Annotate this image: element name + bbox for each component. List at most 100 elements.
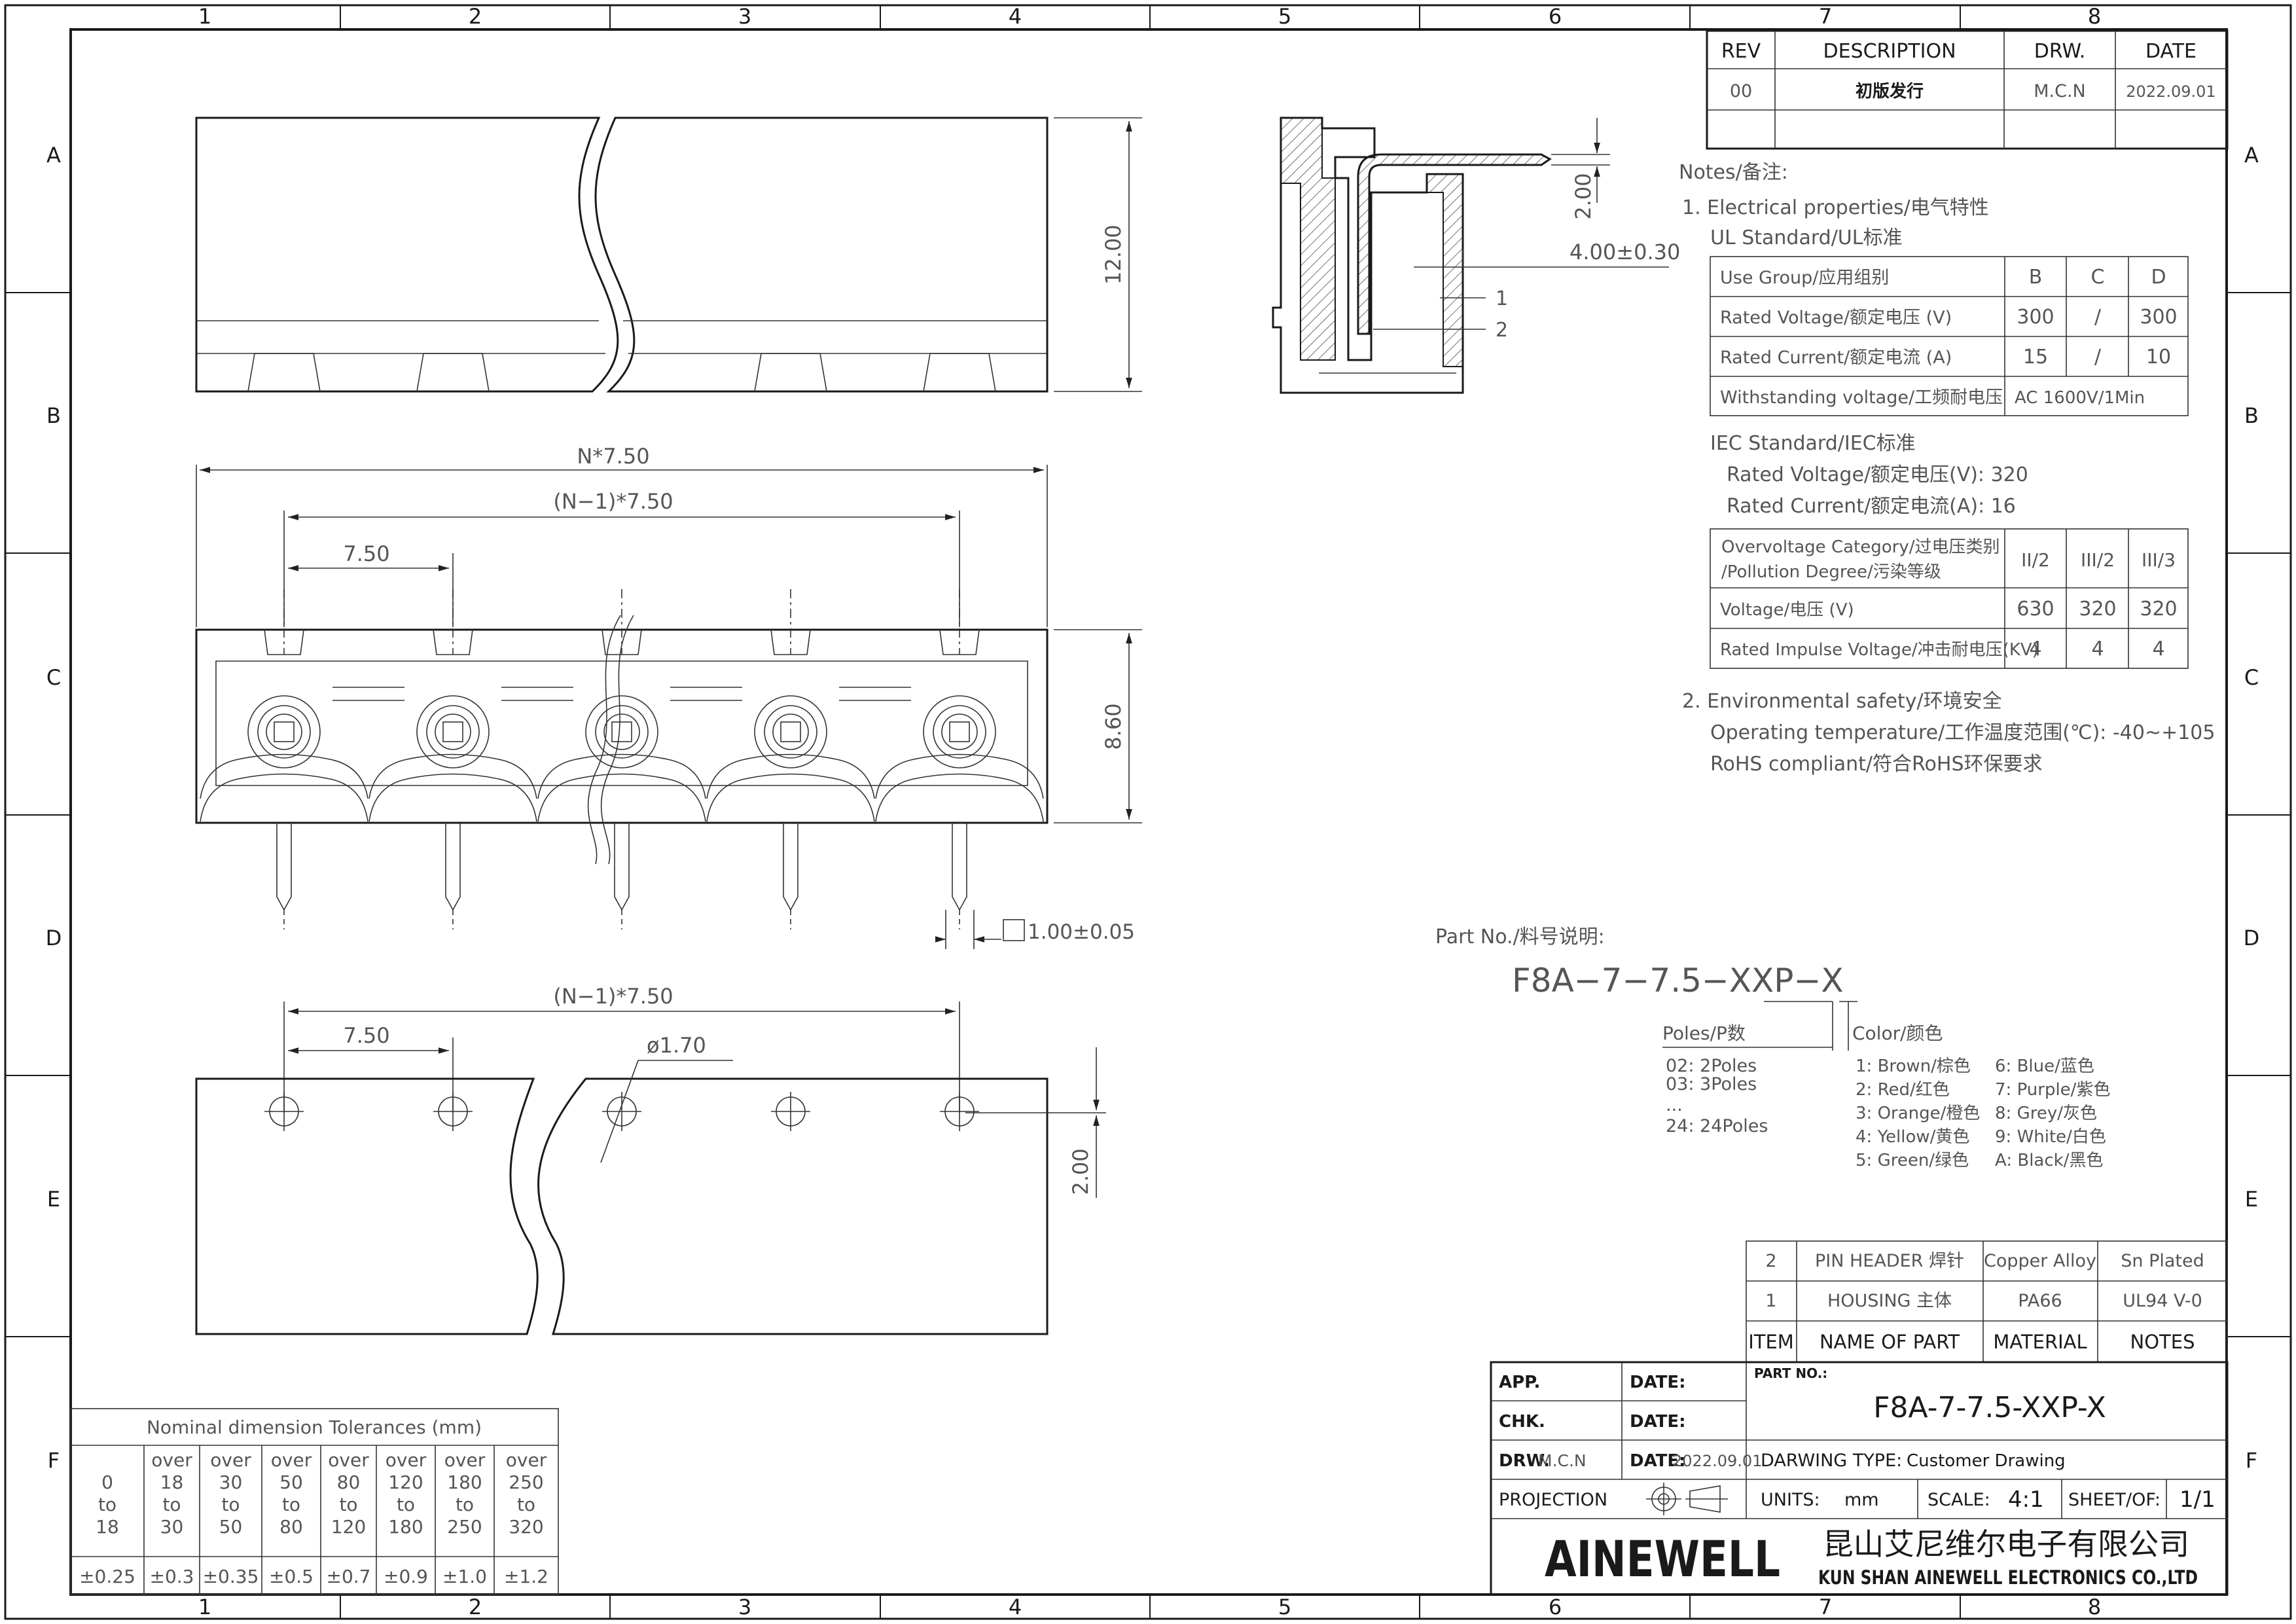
iec-head-1: Overvoltage Category/过电压类别 — [1721, 537, 2000, 557]
note-electrical: 1. Electrical properties/电气特性 — [1682, 196, 1989, 219]
zone-row-label: B — [46, 403, 61, 428]
tolerance-range: 18 — [160, 1471, 184, 1493]
ul-table-cell: 10 — [2146, 346, 2171, 369]
color-item: 4: Yellow/黄色 — [1856, 1127, 1969, 1147]
terminal — [200, 629, 368, 822]
drw-date-label: DATE: — [1630, 1451, 1686, 1471]
tolerance-range: over — [210, 1449, 251, 1471]
ul-table-cell: D — [2151, 266, 2166, 289]
units-value: mm — [1844, 1490, 1879, 1510]
color-item: 2: Red/红色 — [1856, 1080, 1950, 1100]
drawing-type-label: DARWING TYPE: — [1761, 1451, 1902, 1471]
units-label: UNITS: — [1761, 1490, 1820, 1510]
zone-row-label: D — [46, 926, 62, 950]
pcb-hole — [940, 1092, 979, 1131]
tolerance-value: ±0.25 — [79, 1566, 135, 1587]
app-label: APP. — [1499, 1373, 1540, 1392]
tolerance-value: ±1.2 — [504, 1566, 548, 1587]
projection-symbol-icon — [1646, 1483, 1728, 1515]
tolerance-range: to — [517, 1494, 535, 1515]
terminal-rib — [670, 687, 742, 701]
color-item: 9: White/白色 — [1995, 1127, 2106, 1147]
description-header: DESCRIPTION — [1823, 40, 1956, 63]
description-value: 初版发行 — [1856, 81, 1924, 101]
part-no-tb-value: F8A-7-7.5-XXP-X — [1873, 1391, 2106, 1424]
zone-col-label: 3 — [738, 1595, 751, 1619]
tolerance-range: over — [328, 1449, 369, 1471]
tolerance-range: to — [98, 1494, 117, 1515]
poles-title: Poles/P数 — [1662, 1022, 1746, 1044]
iec-table-cell: 320 — [2079, 598, 2116, 621]
housing-slot — [923, 353, 996, 392]
top-height-dim: 12.00 — [1101, 225, 1126, 285]
side-offset-dim: 4.00±0.30 — [1570, 240, 1680, 264]
ul-table-cell: AC 1600V/1Min — [2015, 388, 2145, 408]
pcb-pin — [276, 589, 292, 929]
iec-table-cell: 320 — [2140, 598, 2177, 621]
color-title: Color/颜色 — [1852, 1022, 1943, 1044]
iec-table-cell: Rated Impulse Voltage/冲击耐电压(KV) — [1720, 640, 2039, 660]
zone-col-label: 6 — [1549, 4, 1562, 29]
rev-value: 00 — [1730, 81, 1752, 101]
zone-col-label: 2 — [469, 1595, 482, 1619]
pcb-offset-dim: 2.00 — [1068, 1148, 1093, 1195]
iec-voltage: Rated Voltage/额定电压(V): 320 — [1727, 463, 2028, 486]
sheet-value: 1/1 — [2179, 1487, 2215, 1513]
front-span-dim: (N−1)*7.50 — [553, 489, 673, 514]
front-total-dim: N*7.50 — [577, 444, 649, 469]
housing-slot — [416, 353, 490, 392]
iec-table: Overvoltage Category/过电压类别 /Pollution De… — [1710, 528, 2189, 669]
pcb-pin — [783, 589, 798, 929]
part-no-tb-label: PART NO.: — [1754, 1365, 1827, 1381]
note-environmental: 2. Environmental safety/环境安全 — [1682, 690, 2002, 713]
date-value: 2022.09.01 — [2126, 82, 2215, 101]
side-pin-dim: 2.00 — [1571, 173, 1596, 219]
color-item: 6: Blue/蓝色 — [1995, 1056, 2094, 1076]
ul-standard: UL Standard/UL标准 — [1710, 226, 1902, 249]
terminal-rib — [501, 687, 573, 701]
poles-item: 24: 24Poles — [1666, 1116, 1768, 1136]
pcb-hole — [602, 1092, 641, 1131]
color-item: 8: Grey/灰色 — [1995, 1104, 2097, 1123]
zone-col-label: 5 — [1278, 1595, 1291, 1619]
bom-header: MATERIAL — [1993, 1331, 2087, 1353]
zone-col-label: 7 — [1819, 1595, 1832, 1619]
drw-date: 2022.09.01 — [1672, 1452, 1762, 1470]
chk-date-label: DATE: — [1630, 1412, 1686, 1432]
zone-row-label: E — [2245, 1187, 2258, 1212]
tolerance-range: to — [397, 1494, 415, 1515]
pin-square-dim: 1.00±0.05 — [1028, 920, 1135, 944]
pcb-hole — [264, 1092, 304, 1131]
front-view: N*7.50 (N−1)*7.50 7.50 8.60 1.00±0.05 — [195, 444, 1142, 949]
chk-label: CHK. — [1499, 1412, 1545, 1432]
terminal — [875, 629, 1044, 822]
tolerance-range: 18 — [96, 1516, 119, 1538]
tolerance-range: 80 — [279, 1516, 303, 1538]
tolerance-range: 250 — [509, 1471, 543, 1493]
terminal — [706, 629, 875, 822]
poles-item: 02: 2Poles — [1666, 1056, 1757, 1076]
ainewell-logo: AINEWELL — [1545, 1530, 1780, 1588]
terminal — [368, 629, 537, 822]
scale-label: SCALE: — [1928, 1490, 1990, 1510]
zone-col-label: 4 — [1009, 1595, 1022, 1619]
color-item: 3: Orange/橙色 — [1856, 1104, 1980, 1123]
zone-row-label: A — [46, 143, 61, 168]
ul-table-cell: Withstanding voltage/工频耐电压 — [1720, 388, 2003, 408]
drw-value: M.C.N — [2034, 81, 2086, 101]
tolerance-table: Nominal dimension Tolerances (mm) 0to18o… — [70, 1408, 559, 1595]
iec-table-cell: 630 — [2017, 598, 2054, 621]
tolerance-range: over — [386, 1449, 427, 1471]
side-view: 2.00 4.00±0.30 1 2 — [1272, 117, 1680, 394]
app-date-label: DATE: — [1630, 1373, 1686, 1392]
drw-name: M.C.N — [1538, 1451, 1587, 1470]
iec-table-cell: 4 — [2152, 638, 2164, 660]
terminal — [537, 629, 706, 822]
pcb-pitch-dim: 7.50 — [343, 1023, 389, 1048]
tolerance-value: ±0.5 — [269, 1566, 314, 1587]
company-cn: 昆山艾尼维尔电子有限公司 — [1823, 1526, 2189, 1562]
color-item: 5: Green/绿色 — [1856, 1151, 1969, 1170]
tolerance-range: to — [456, 1494, 474, 1515]
